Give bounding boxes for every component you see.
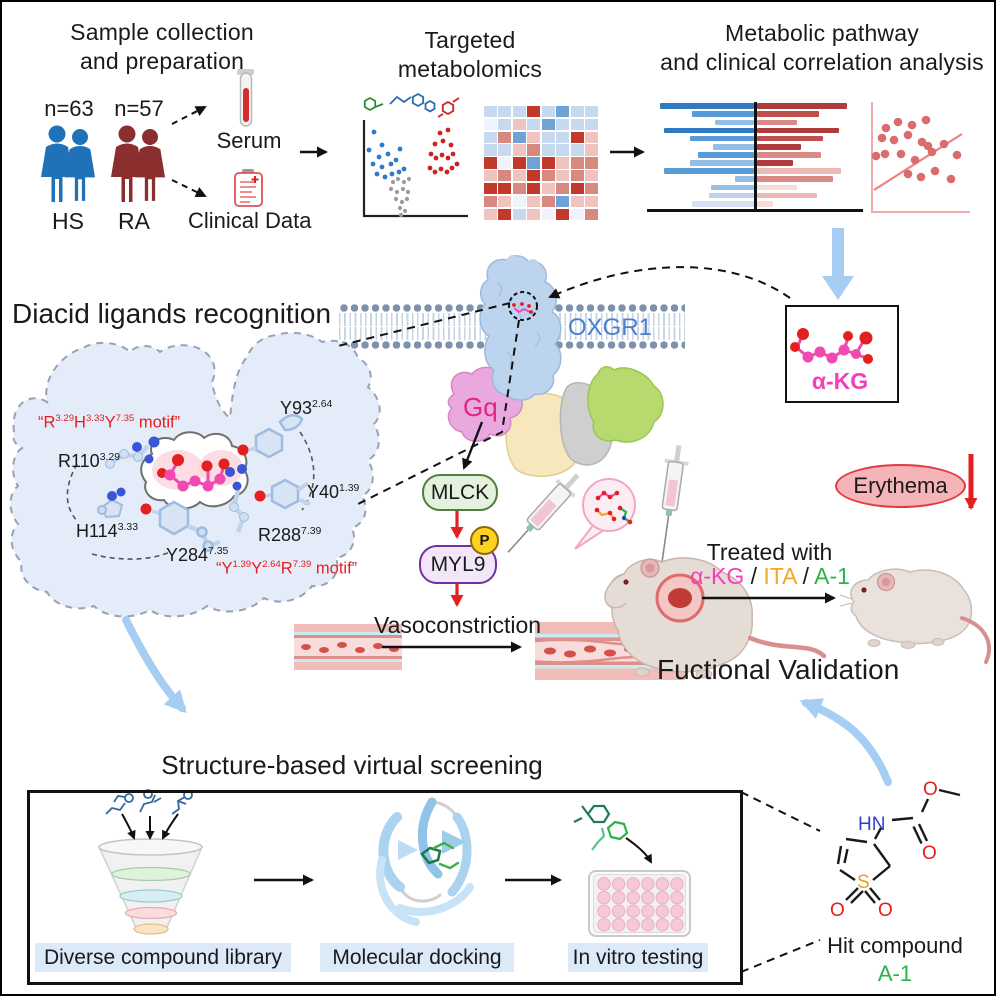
metabolite-structure-red-icon — [437, 97, 460, 118]
arrow-into-funnel-3 — [162, 813, 179, 840]
residue-label-r110: R1103.29 — [58, 451, 121, 471]
arrow-pocket-to-screening — [122, 616, 187, 714]
ra-count: n=57 — [114, 96, 164, 121]
well-plate-icon — [588, 870, 691, 937]
hit-atom-o-right: O — [878, 900, 893, 921]
erythema-label: Erythema — [853, 473, 948, 498]
syringe-left-icon — [507, 473, 580, 553]
arrow-into-funnel-1 — [121, 813, 136, 840]
hs-label: HS — [52, 208, 84, 234]
vasoconstriction-label: Vasoconstriction — [374, 612, 542, 638]
motif-1-label: “R3.29H3.33Y7.35 motif” — [38, 413, 181, 432]
funnel-icon — [97, 838, 204, 935]
pocket-section-title: Diacid ligands recognition — [12, 298, 332, 329]
hit-atom-o-carbonyl: O — [922, 843, 937, 864]
cell-membrane-right — [554, 303, 685, 350]
screening-step2-label: Molecular docking — [320, 943, 514, 972]
serum-tube-icon — [237, 69, 254, 127]
ra-label: RA — [118, 208, 150, 234]
akg-box — [785, 305, 899, 403]
screening-step1-label: Diverse compound library — [35, 943, 291, 972]
hs-count: n=63 — [44, 96, 94, 121]
serum-label: Serum — [216, 128, 282, 153]
oxgr1-receptor-illustration — [479, 255, 562, 401]
metabolite-structure-blue-icon — [389, 92, 436, 113]
akg-label: α-KG — [811, 368, 869, 394]
metabolomics-title: Targeted metabolomics — [397, 27, 543, 83]
residue-y284 — [140, 500, 221, 552]
bar-chart-centerline — [754, 102, 757, 209]
binding-pocket-illustration — [9, 331, 381, 618]
pathway-bar-chart — [654, 102, 860, 209]
dashed-zoom-line-upper — [337, 302, 511, 347]
residue-label-y40: Y401.39 — [307, 482, 360, 502]
arrow-people-to-serum — [171, 106, 207, 125]
docking-protein-illustration — [376, 797, 474, 926]
residue-r110 — [105, 436, 160, 469]
screening-step3-label: In vitro testing — [568, 943, 708, 972]
bar-chart-axis — [647, 209, 863, 212]
arrow-molecule-to-plate — [625, 837, 652, 864]
binding-site-circle — [508, 291, 538, 321]
metabolite-bubble-illustration — [574, 478, 636, 550]
screening-title: Structure-based virtual screening — [161, 750, 543, 780]
clinical-data-label: Clinical Data — [188, 208, 312, 233]
correlation-scatter-plot — [871, 102, 970, 213]
arrow-compound-to-validation — [799, 698, 892, 786]
motif-2-label: “Y1.39Y2.64R7.39 motif” — [216, 559, 358, 578]
residue-label-r288: R2887.39 — [258, 525, 322, 545]
hit-atom-o-left: O — [830, 900, 845, 921]
hit-atom-o-ester: O — [923, 779, 938, 800]
metabolite-structure-green-icon — [363, 96, 384, 112]
hit-compound-structure — [836, 788, 961, 904]
residue-r288 — [225, 464, 249, 533]
residue-label-h114: H1143.33 — [76, 521, 139, 541]
residue-y93 — [237, 413, 304, 459]
phospho-badge: P — [470, 526, 499, 555]
residue-label-y93: Y932.64 — [280, 398, 333, 418]
residue-label-y284: Y2847.35 — [166, 545, 229, 565]
validation-title: Fuctional Validation — [657, 654, 900, 685]
ra-patients-icon — [111, 125, 166, 202]
mlck-node: MLCK — [422, 474, 498, 511]
compound-library-molecules-icon — [105, 789, 193, 815]
hit-molecules-icon — [573, 804, 629, 851]
gq-label: Gq — [463, 392, 498, 422]
arrow-analysis-to-akg — [822, 228, 854, 300]
arrow-people-to-clinical — [171, 179, 207, 198]
residue-y40 — [254, 478, 311, 510]
hs-patients-icon — [41, 125, 96, 202]
hit-compound-name: A-1 — [877, 961, 913, 986]
dashed-curve-to-akg — [548, 266, 791, 299]
hit-atom-s: S — [857, 872, 870, 893]
dashed-box-to-compound-bottom — [740, 939, 821, 973]
oxgr1-label: OXGR1 — [568, 314, 653, 341]
syringe-right-icon — [661, 445, 689, 562]
dashed-zoom-line-lower — [355, 319, 520, 506]
treated-mouse-illustration — [839, 568, 991, 664]
residue-h114 — [97, 487, 126, 519]
akg-molecule-icon — [790, 328, 873, 364]
erythema-badge: Erythema — [835, 464, 966, 508]
erythema-mouse-illustration — [604, 557, 827, 679]
dashed-box-to-compound-top — [740, 791, 821, 832]
hit-compound-label: Hit compound — [827, 933, 963, 958]
myl9-node: MYL9 — [419, 545, 497, 584]
clinical-data-icon — [234, 169, 263, 207]
volcano-plot — [362, 92, 468, 218]
treated-with-label: Treated with — [706, 539, 833, 565]
hit-atom-hn: HN — [858, 814, 886, 835]
metabolomics-heatmap — [484, 106, 598, 220]
treated-compounds-label: α-KG / ITA / A-1 — [690, 563, 850, 589]
arrow-gq-to-mlck — [462, 421, 484, 470]
screening-box — [27, 790, 743, 985]
